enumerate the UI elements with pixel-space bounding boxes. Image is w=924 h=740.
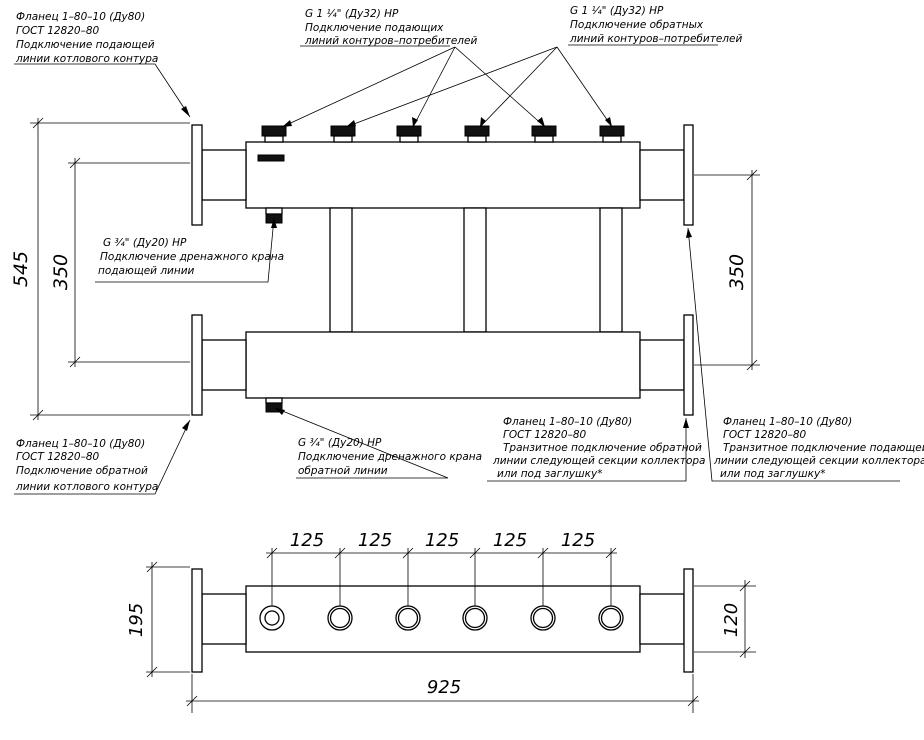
dim-body-size: 120 — [721, 603, 742, 637]
connecting-pipes — [329, 207, 623, 333]
outlet-5 — [531, 125, 557, 137]
svg-text:Фланец 1–80–10 (Ду80): Фланец 1–80–10 (Ду80) — [16, 11, 145, 23]
top-view-right-stub — [639, 593, 685, 645]
svg-text:Подключение обратной: Подключение обратной — [16, 465, 148, 477]
svg-text:Фланец 1–80–10 (Ду80): Фланец 1–80–10 (Ду80) — [16, 438, 145, 450]
lower-left-stub — [201, 339, 247, 391]
upper-left-flange — [191, 124, 203, 226]
svg-text:Подключение подающей: Подключение подающей — [16, 39, 155, 51]
svg-text:линии следующей секции коллект: линии следующей секции коллектора — [713, 455, 924, 467]
dim-350-left — [68, 157, 190, 368]
svg-text:линий контуров–потребителей: линий контуров–потребителей — [569, 33, 742, 45]
svg-text:G 1 ¼" (Ду32) НР: G 1 ¼" (Ду32) НР — [570, 5, 664, 17]
svg-text:ГОСТ 12820–80: ГОСТ 12820–80 — [16, 25, 100, 37]
svg-text:Транзитное подключение обратно: Транзитное подключение обратной — [503, 442, 702, 454]
leader-lines — [14, 44, 900, 495]
svg-text:линии котлового контура: линии котлового контура — [15, 481, 158, 493]
svg-text:Подключение обратных: Подключение обратных — [570, 19, 704, 31]
dim-195 — [146, 561, 190, 678]
outlet-6 — [599, 125, 625, 137]
top-view-right-flange — [683, 568, 694, 673]
svg-text:G ¾" (Ду20) НР: G ¾" (Ду20) НР — [298, 437, 382, 449]
callout-return-flange: Фланец 1–80–10 (Ду80) ГОСТ 12820–80 Подк… — [15, 438, 158, 493]
callout-supply-flange: Фланец 1–80–10 (Ду80) ГОСТ 12820–80 Подк… — [15, 11, 158, 65]
dim-pitch-3: 125 — [425, 530, 459, 551]
upper-left-stub — [201, 149, 247, 201]
lower-right-flange — [683, 314, 694, 416]
outlet-2 — [330, 125, 356, 137]
svg-text:линии следующей секции коллект: линии следующей секции коллектора — [492, 455, 706, 467]
nameplate — [257, 154, 285, 162]
dim-pitch-5: 125 — [561, 530, 595, 551]
svg-text:ГОСТ 12820–80: ГОСТ 12820–80 — [723, 429, 807, 441]
outlet-1 — [261, 125, 287, 137]
top-view-left-stub — [201, 593, 247, 645]
lower-header — [191, 314, 694, 416]
dim-overall-height: 545 — [10, 251, 32, 287]
lower-left-flange — [191, 314, 203, 416]
dim-pitch-1: 125 — [290, 530, 324, 551]
dim-350-right — [694, 169, 760, 371]
top-view — [191, 568, 694, 673]
dim-axis-left: 350 — [50, 254, 72, 290]
dim-545 — [30, 117, 190, 421]
svg-text:Подключение дренажного крана: Подключение дренажного крана — [100, 251, 284, 263]
callout-return-outlets: G 1 ¼" (Ду32) НР Подключение обратных ли… — [569, 5, 742, 45]
lower-header-body — [245, 331, 641, 399]
outlet-3 — [396, 125, 422, 137]
lower-right-stub — [639, 339, 685, 391]
upper-header — [191, 124, 694, 226]
connecting-pipe-2 — [463, 207, 487, 333]
svg-text:Фланец 1–80–10 (Ду80): Фланец 1–80–10 (Ду80) — [723, 416, 852, 428]
top-view-body — [245, 585, 641, 653]
svg-text:G ¾" (Ду20) НР: G ¾" (Ду20) НР — [103, 237, 187, 249]
lower-drain-port — [265, 402, 283, 413]
svg-text:G 1 ¼" (Ду32) НР: G 1 ¼" (Ду32) НР — [305, 8, 399, 20]
upper-outlets — [261, 125, 625, 143]
callout-supply-outlets: G 1 ¼" (Ду32) НР Подключение подающих ли… — [304, 8, 477, 47]
dim-pitch-4: 125 — [493, 530, 527, 551]
upper-right-flange — [683, 124, 694, 226]
dim-overall-length: 925 — [427, 677, 461, 698]
callout-transit-supply: Фланец 1–80–10 (Ду80) ГОСТ 12820–80 Тран… — [713, 416, 924, 480]
svg-text:или под заглушку*: или под заглушку* — [720, 468, 825, 480]
upper-header-body — [245, 141, 641, 209]
svg-text:ГОСТ 12820–80: ГОСТ 12820–80 — [16, 451, 100, 463]
svg-text:ГОСТ 12820–80: ГОСТ 12820–80 — [503, 429, 587, 441]
callout-drain-return: G ¾" (Ду20) НР Подключение дренажного кр… — [298, 437, 482, 477]
svg-text:линии котлового контура: линии котлового контура — [15, 53, 158, 65]
connecting-pipe-3 — [599, 207, 623, 333]
dim-pitch-chain — [266, 547, 617, 606]
outlet-4 — [464, 125, 490, 137]
top-view-left-flange — [191, 568, 203, 673]
svg-text:Подключение подающих: Подключение подающих — [305, 22, 444, 34]
svg-text:подающей линии: подающей линии — [98, 265, 195, 277]
svg-text:Фланец 1–80–10 (Ду80): Фланец 1–80–10 (Ду80) — [503, 416, 632, 428]
svg-text:или под заглушку*: или под заглушку* — [497, 468, 602, 480]
dim-pitch-2: 125 — [358, 530, 392, 551]
dim-925 — [186, 674, 699, 713]
connecting-pipe-1 — [329, 207, 353, 333]
callout-transit-return: Фланец 1–80–10 (Ду80) ГОСТ 12820–80 Тран… — [492, 416, 706, 480]
svg-text:линий контуров–потребителей: линий контуров–потребителей — [304, 35, 477, 47]
svg-text:Подключение дренажного крана: Подключение дренажного крана — [298, 451, 482, 463]
dim-flange-size: 195 — [126, 603, 147, 637]
callout-drain-supply: G ¾" (Ду20) НР Подключение дренажного кр… — [98, 237, 284, 277]
svg-text:Транзитное подключение подающе: Транзитное подключение подающей — [723, 442, 924, 454]
svg-text:обратной линии: обратной линии — [298, 465, 388, 477]
dim-120 — [694, 580, 756, 658]
dim-axis-right: 350 — [726, 254, 748, 290]
upper-right-stub — [639, 149, 685, 201]
